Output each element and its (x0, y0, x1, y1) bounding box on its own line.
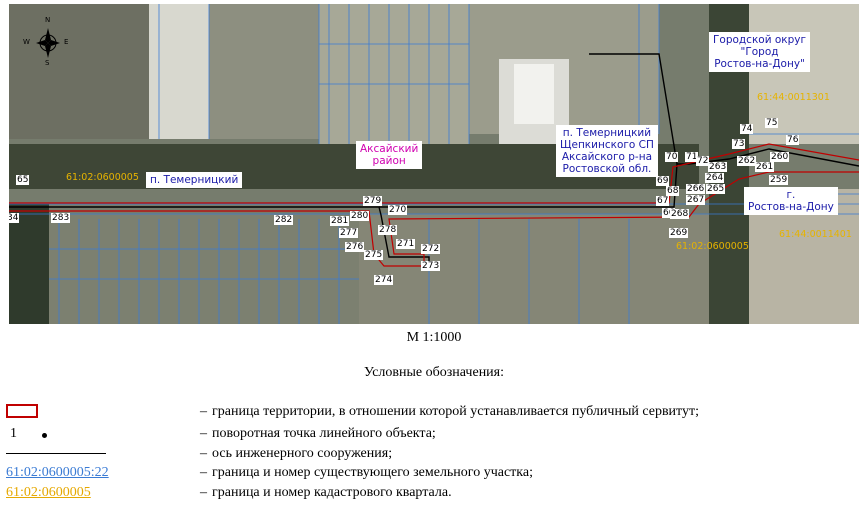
legend-item: 61:02:0600005 – граница и номер кадастро… (0, 485, 868, 503)
point-label: 75 (765, 118, 779, 128)
legend-text: граница территории, в отношении которой … (212, 404, 699, 419)
compass-rose: N S E W (23, 16, 69, 67)
compass-n: N (45, 16, 51, 24)
field-left (9, 4, 149, 139)
label-aksai: Аксайский район (356, 141, 423, 169)
point-label: 263 (708, 162, 728, 172)
point-label: 269 (669, 228, 689, 238)
point-label: 264 (705, 173, 725, 183)
point-label: 282 (274, 215, 294, 225)
point-label: 262 (737, 156, 757, 166)
engineering-axis (9, 53, 859, 264)
map-area: N S E W Городской округ "Город Ростов-на… (9, 4, 859, 324)
legend-dash: – (200, 465, 207, 480)
point-label: 72 (696, 156, 710, 166)
point-label: 283 (51, 213, 71, 223)
axis-symbol-icon (6, 453, 106, 454)
legend-item: 61:02:0600005:22 – граница и номер сущес… (0, 465, 868, 483)
point-label: 281 (330, 216, 350, 226)
point-label: 268 (670, 209, 690, 219)
label-rostov: г. Ростов-на-Дону (744, 187, 838, 215)
field-center (319, 4, 469, 144)
field-lower-center (359, 214, 709, 324)
forest-left (9, 204, 49, 324)
field-light (149, 4, 209, 139)
label-temernitsky-sp: п. Темерницкий Щепкинского СП Аксайского… (556, 125, 658, 177)
compass-e: E (64, 38, 69, 46)
point-label: 67 (656, 196, 670, 206)
building (514, 64, 554, 124)
point-label: 76 (786, 135, 800, 145)
legend-dash: – (200, 485, 207, 500)
point-dot-icon (42, 433, 47, 438)
map-scale: М 1:1000 (406, 330, 462, 345)
legend-text: граница и номер кадастрового квартала. (212, 485, 452, 500)
compass-s: S (45, 59, 50, 67)
point-label: 74 (740, 124, 754, 134)
point-label: 265 (706, 184, 726, 194)
cadastral-quarter: 61:44:0011401 (779, 229, 852, 240)
point-label: 267 (686, 195, 706, 205)
point-label: 69 (656, 176, 670, 186)
compass-icon (36, 28, 60, 58)
field-lower-left (49, 214, 359, 324)
point-label: 273 (421, 261, 441, 271)
legend-item: 1 – поворотная точка линейного объекта; (0, 426, 868, 444)
field-gray (209, 4, 319, 139)
cadastral-quarter: 61:44:0011301 (757, 92, 830, 103)
point-label: 275 (364, 250, 384, 260)
legend-text: поворотная точка линейного объекта; (212, 426, 436, 441)
quarter-symbol: 61:02:0600005 (6, 485, 91, 500)
legend-dash: – (200, 404, 207, 419)
point-label: 65 (16, 175, 30, 185)
point-label: 270 (388, 205, 408, 215)
parcel-symbol: 61:02:0600005:22 (6, 465, 109, 480)
point-label: 71 (685, 152, 699, 162)
label-temernitsky: п. Темерницкий (146, 172, 243, 188)
point-label: 66 (662, 208, 676, 218)
point-label: 276 (345, 242, 365, 252)
point-label: 280 (350, 211, 370, 221)
legend-dash: – (200, 426, 207, 441)
legend-item: – ось инженерного сооружения; (0, 446, 868, 464)
point-label: 259 (769, 175, 789, 185)
point-label: 271 (396, 239, 416, 249)
cadastral-quarter: 61:02:0600005 (66, 172, 139, 183)
point-label: 73 (732, 139, 746, 149)
point-symbol-number: 1 (10, 426, 17, 441)
label-okrug: Городской округ "Город Ростов-на-Дону" (709, 32, 811, 72)
point-label: 274 (374, 275, 394, 285)
point-label: 260 (770, 152, 790, 162)
legend-title: Условные обозначения: (363, 365, 505, 380)
legend-text: ось инженерного сооружения; (212, 446, 393, 461)
point-label: 261 (755, 162, 775, 172)
point-label: 68 (666, 186, 680, 196)
point-label: 70 (665, 152, 679, 162)
legend-text: граница и номер существующего земельного… (212, 465, 533, 480)
point-label: 277 (339, 228, 359, 238)
point-label: 266 (686, 184, 706, 194)
legend-dash: – (200, 446, 207, 461)
cadastral-quarter: 61:02:0600005 (676, 241, 749, 252)
point-label: 272 (421, 244, 441, 254)
compass-w: W (23, 38, 30, 46)
legend-item: – граница территории, в отношении которо… (0, 404, 868, 422)
point-label: 278 (378, 225, 398, 235)
servitude-symbol-icon (6, 404, 38, 418)
point-label: 279 (363, 196, 383, 206)
point-label: 34 (9, 213, 20, 223)
